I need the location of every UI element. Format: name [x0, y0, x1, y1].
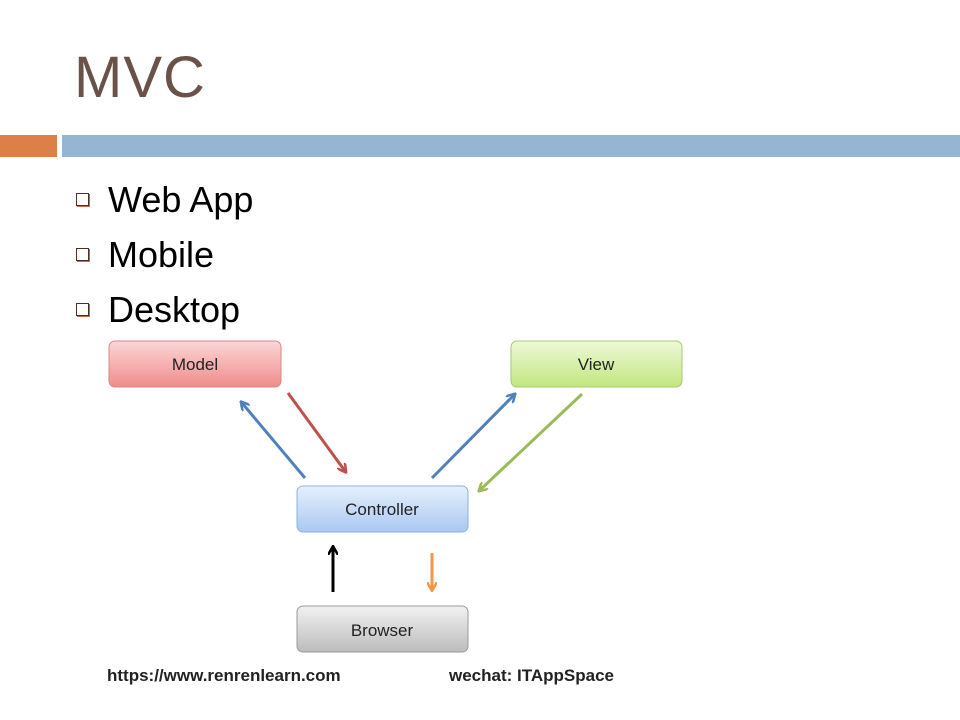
model-label: Model [172, 355, 218, 374]
browser-label: Browser [351, 621, 414, 640]
model-node: Model [108, 340, 282, 388]
square-bullet-icon [76, 303, 89, 316]
controller-to-model-arrow [242, 403, 307, 479]
controller-to-view-arrow [430, 395, 514, 480]
bullet-text: Desktop [108, 288, 241, 330]
view-node: View [510, 340, 683, 388]
square-bullet-icon [76, 193, 89, 206]
bullet-list: Web App Mobile Desktop [76, 172, 253, 337]
square-bullet-icon [76, 248, 89, 261]
footer-website: https://www.renrenlearn.com [107, 666, 341, 685]
bullet-item: Web App [76, 172, 253, 227]
browser-node: Browser [296, 605, 469, 653]
view-to-controller-arrow [480, 392, 584, 490]
model-to-controller-arrow [286, 392, 345, 471]
bullet-item: Mobile [76, 227, 253, 282]
footer-wechat: wechat: ITAppSpace [449, 666, 614, 685]
bullet-text: Mobile [108, 233, 215, 275]
slide-title: MVC [74, 45, 206, 110]
bullet-item: Desktop [76, 282, 253, 337]
controller-label: Controller [345, 500, 419, 519]
title-divider-bar [62, 135, 960, 157]
bullet-text: Web App [108, 178, 254, 220]
view-label: View [578, 355, 615, 374]
controller-node: Controller [296, 485, 469, 533]
title-accent-bar [0, 135, 57, 157]
